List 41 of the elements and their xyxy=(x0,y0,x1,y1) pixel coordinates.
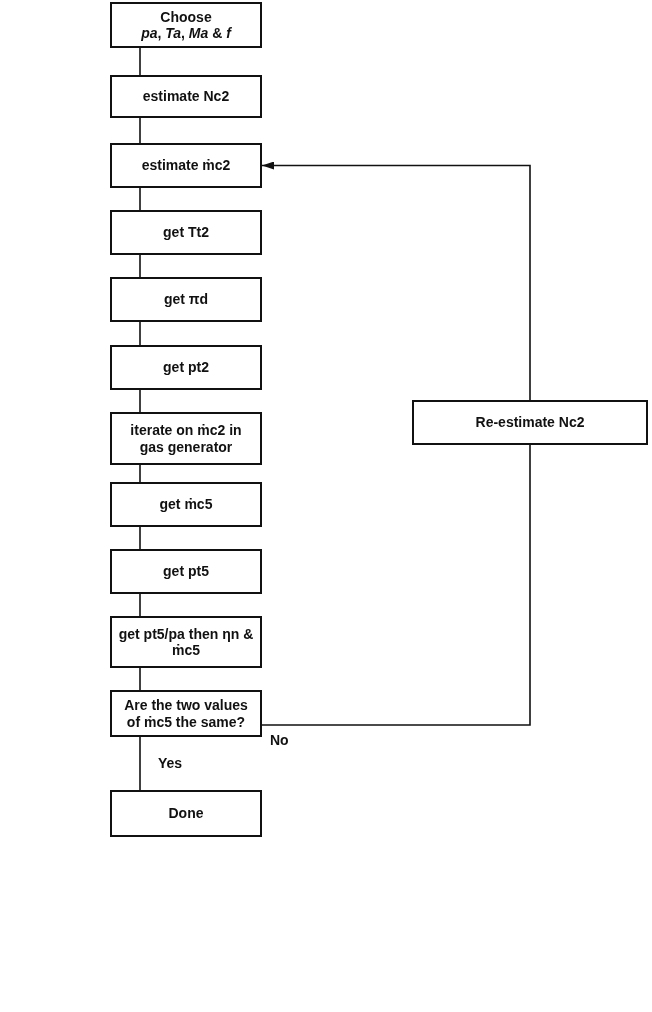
process-box xyxy=(110,143,262,188)
process-box xyxy=(110,75,262,118)
process-box xyxy=(110,549,262,594)
connector-line xyxy=(261,444,531,726)
node-text: get pt2 xyxy=(163,359,209,376)
node-text: get pt5 xyxy=(163,563,209,580)
node-text: get pt5/pa then ηn & ṁc5 xyxy=(118,625,254,659)
process-box xyxy=(110,616,262,668)
process-box xyxy=(110,345,262,390)
connector-line xyxy=(139,187,141,211)
connector-line xyxy=(139,464,141,483)
node-text: iterate on ṁc2 in gas generator xyxy=(129,422,243,455)
connector-line xyxy=(139,736,141,791)
node-text: estimate Nc2 xyxy=(142,88,230,105)
node-text: get ṁc5 xyxy=(159,496,213,513)
decision-box xyxy=(110,690,262,737)
process-box xyxy=(110,412,262,465)
edge-label: No xyxy=(268,732,291,748)
node-text: Re-estimate Nc2 xyxy=(475,414,585,431)
node-text: estimate ṁc2 xyxy=(141,157,231,174)
process-box xyxy=(110,210,262,255)
process-box xyxy=(110,790,262,837)
connector-line xyxy=(139,593,141,617)
connector-line xyxy=(139,117,141,144)
node-text: Are the two values of ṁc5 the same? xyxy=(123,697,249,730)
process-box xyxy=(110,482,262,527)
connector-line xyxy=(139,667,141,691)
node-text: get πd xyxy=(163,291,209,308)
connector-line xyxy=(139,47,141,76)
connector-line xyxy=(139,526,141,550)
node-text: Choose xyxy=(160,8,212,25)
node-text: Done xyxy=(168,805,204,822)
connector-line xyxy=(139,321,141,346)
node-text: get Tt2 xyxy=(163,224,209,241)
process-box xyxy=(110,277,262,322)
process-box xyxy=(110,2,262,48)
connector-line xyxy=(139,254,141,278)
connector-line xyxy=(139,389,141,413)
node-text: pa, Ta, Ma & f xyxy=(141,25,231,42)
process-box xyxy=(412,400,648,445)
arrow xyxy=(261,161,531,401)
